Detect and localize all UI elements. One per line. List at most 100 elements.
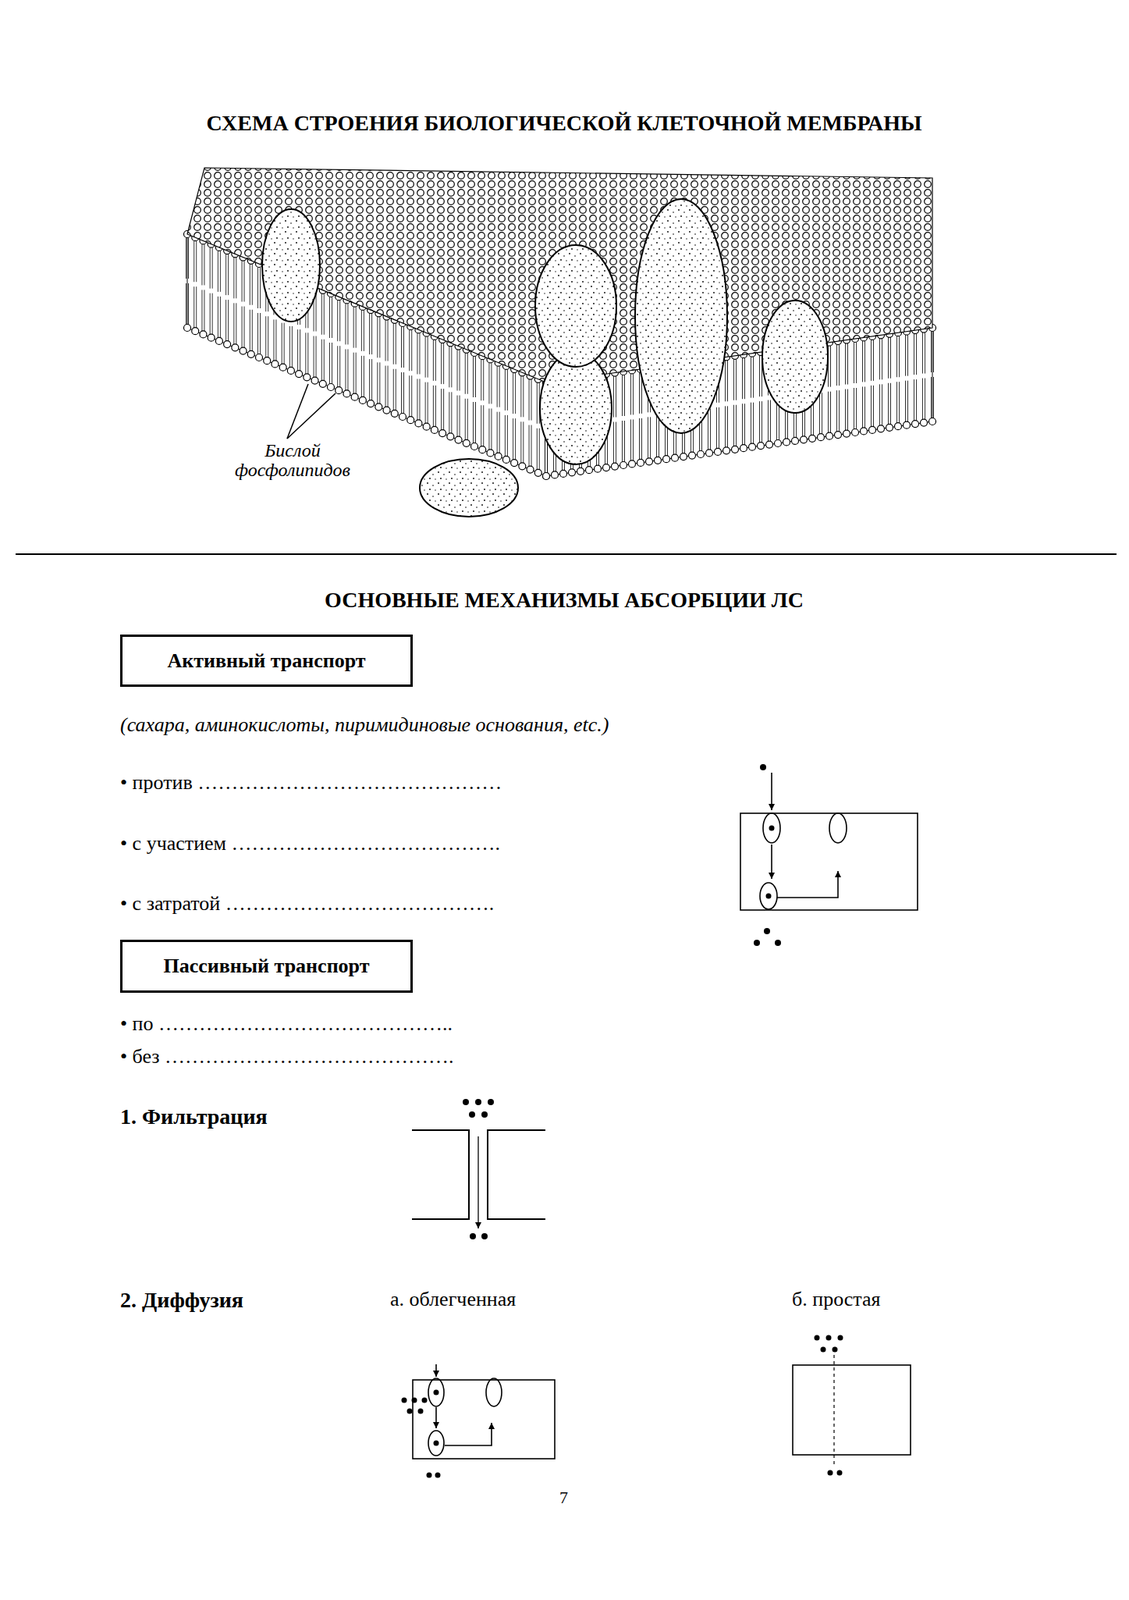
- lipid-stroke: [877, 425, 885, 433]
- lipid-stroke: [418, 332, 420, 374]
- lipid-stroke: [611, 462, 619, 470]
- lipid-stroke: [305, 332, 306, 374]
- lipid-stroke: [621, 374, 623, 416]
- filtration-scheme: [411, 1098, 546, 1240]
- lipid-stroke: [639, 372, 640, 414]
- lipid-stroke: [504, 369, 506, 411]
- heading-box: Активный транспорт: [120, 634, 413, 687]
- lipid-stroke: [287, 366, 295, 374]
- lipid-stroke: [834, 431, 842, 439]
- lipid-stroke: [905, 380, 906, 423]
- lipid-stroke: [502, 455, 510, 463]
- lipid-stroke: [922, 378, 924, 420]
- lipid-stroke: [499, 365, 501, 408]
- lipid-stroke: [836, 344, 838, 386]
- lipid-stroke: [639, 418, 640, 460]
- lipid-stroke: [480, 404, 482, 447]
- lipid-stroke: [864, 386, 866, 428]
- lipid-stroke: [714, 447, 722, 455]
- lipid-stroke: [439, 429, 447, 437]
- lipid-stroke: [827, 391, 829, 434]
- fill-in-line: • с участием ………………………………….: [120, 831, 501, 856]
- lipid-stroke: [507, 369, 508, 411]
- lipid-stroke: [395, 369, 397, 411]
- lipid-stroke: [817, 433, 825, 441]
- lipid-stroke: [447, 433, 455, 441]
- lipid-stroke: [632, 372, 634, 415]
- lipid-stroke: [355, 352, 357, 395]
- lipid-stroke: [201, 243, 203, 285]
- lipid-stroke: [231, 344, 239, 352]
- lipid-stroke: [933, 330, 934, 373]
- lipid-stroke: [203, 289, 205, 331]
- lipid-stroke: [233, 256, 235, 299]
- lipid-stroke: [663, 455, 671, 463]
- lipid-stroke: [847, 343, 849, 385]
- lipid-stroke: [783, 438, 791, 446]
- lipid-stroke: [706, 449, 714, 457]
- lipid-stroke: [217, 296, 219, 338]
- lipid-stroke: [890, 383, 892, 425]
- lipid-stroke: [371, 312, 373, 355]
- lipid-stroke: [507, 415, 508, 457]
- lipid-stroke: [422, 422, 430, 430]
- lipid-stroke: [209, 247, 211, 289]
- lipid-stroke: [390, 409, 398, 417]
- lipid-stroke: [427, 336, 429, 378]
- lipid-stroke: [855, 341, 857, 384]
- lipid-stroke: [560, 469, 568, 477]
- lipid-stroke: [331, 342, 333, 384]
- lipid-stroke: [188, 283, 189, 325]
- lipid-stroke: [879, 383, 881, 426]
- lipid-stroke: [440, 388, 442, 430]
- lipid-stroke: [915, 333, 917, 375]
- lipid-stroke: [490, 408, 492, 450]
- lipid-stroke: [430, 426, 438, 434]
- lipid-stroke: [543, 472, 551, 480]
- lipid-stroke: [448, 345, 450, 387]
- lipid-stroke: [379, 362, 380, 404]
- lipid-stroke: [742, 357, 743, 399]
- lipid-stroke: [531, 379, 533, 421]
- lipid-stroke: [630, 372, 632, 415]
- lipid-stroke: [752, 356, 754, 398]
- lipid-stroke: [411, 329, 412, 371]
- page-number: 7: [559, 1487, 569, 1507]
- mechanism-heading: 2. Диффузия: [120, 1287, 244, 1313]
- lipid-stroke: [448, 391, 450, 434]
- lipid-stroke: [259, 266, 261, 309]
- lipid-stroke: [425, 336, 427, 378]
- lipid-stroke: [244, 306, 245, 348]
- lipid-stroke: [497, 365, 498, 408]
- lipid-stroke: [615, 376, 617, 418]
- separator-rule: [15, 553, 1117, 555]
- lipid-stroke: [289, 326, 291, 368]
- lipid-stroke: [512, 418, 514, 460]
- lipid-stroke: [408, 375, 410, 417]
- lipid-stroke: [273, 319, 274, 361]
- lipid-stroke: [727, 405, 728, 448]
- lipid-stroke: [585, 466, 593, 474]
- lipid-stroke: [212, 247, 214, 289]
- lipid-stroke: [870, 385, 872, 427]
- lipid-stroke: [331, 296, 333, 338]
- lipid-stroke: [411, 375, 412, 417]
- lipid-stroke: [303, 373, 311, 381]
- lipid-stroke: [247, 350, 255, 358]
- lipid-stroke: [263, 357, 271, 365]
- lipid-stroke: [225, 253, 227, 295]
- lipid-stroke: [752, 402, 754, 444]
- lipid-stroke: [337, 299, 338, 341]
- lipid-stroke: [217, 250, 219, 292]
- lipid-stroke: [220, 250, 221, 292]
- lipid-stroke: [281, 323, 283, 365]
- lipid-stroke: [457, 349, 458, 391]
- lipid-stroke: [241, 306, 243, 348]
- lipid-stroke: [646, 457, 654, 466]
- lipid-stroke: [536, 428, 538, 470]
- lipid-stroke: [235, 302, 237, 345]
- facilitated-diffusion-scheme: [401, 1363, 556, 1478]
- lipid-stroke: [401, 326, 402, 368]
- lipid-stroke: [862, 386, 863, 428]
- lipid-stroke: [399, 413, 407, 421]
